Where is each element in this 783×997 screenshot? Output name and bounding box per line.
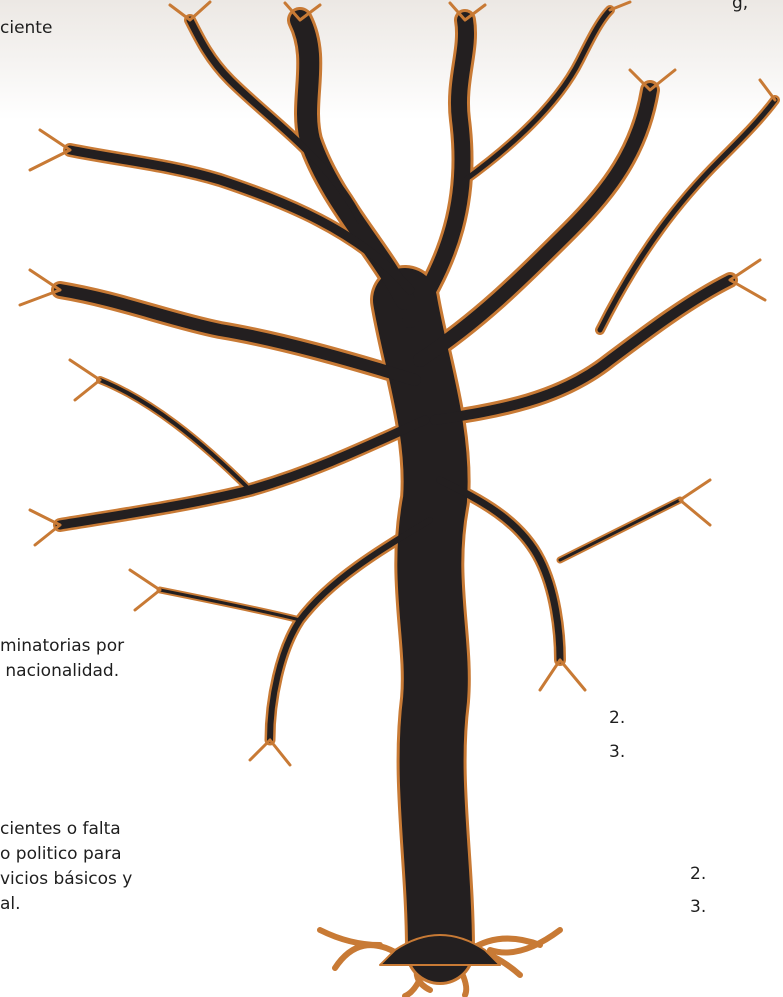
text-middle-left-line-1: minatorias por (0, 636, 125, 656)
text-top-right-fragment: g, (732, 0, 749, 13)
list-bottom-item-3: 3. (690, 897, 707, 917)
text-bottom-left-line-3: vicios básicos y (0, 869, 133, 889)
text-bottom-left-line-4: al. (0, 894, 21, 914)
text-top-left: ciente (0, 18, 53, 38)
text-bottom-left-line-1: cientes o falta (0, 819, 121, 839)
text-middle-left-line-2: nacionalidad. (0, 661, 120, 681)
list-mid-item-3: 3. (609, 742, 626, 762)
list-mid-item-2: 2. (609, 708, 626, 728)
text-bottom-left-line-2: o politico para (0, 844, 122, 864)
list-bottom-item-2: 2. (690, 864, 707, 884)
